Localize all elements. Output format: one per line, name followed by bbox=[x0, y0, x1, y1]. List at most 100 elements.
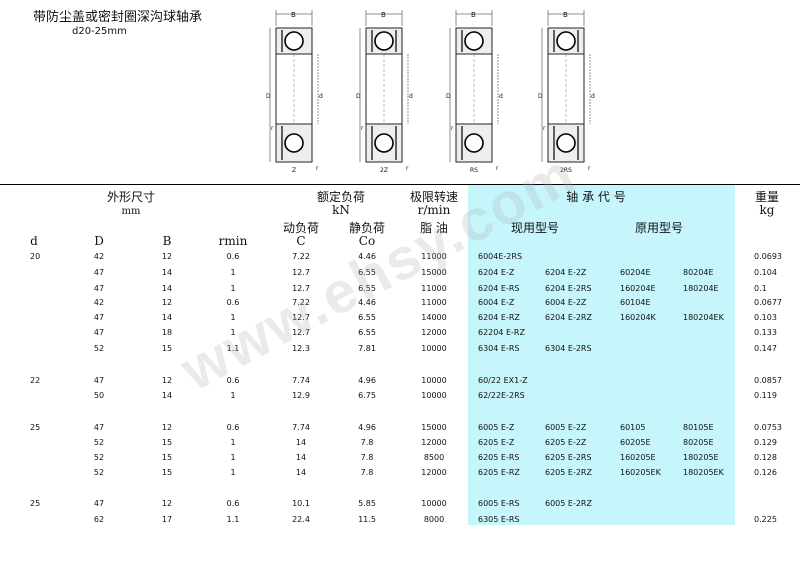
label-r: r bbox=[451, 125, 454, 132]
label-outer-d: D bbox=[446, 93, 451, 100]
label-r: r bbox=[316, 165, 319, 172]
cell-d: 22 bbox=[30, 376, 41, 385]
cell-C: 14 bbox=[295, 453, 307, 462]
cell-Co: 7.8 bbox=[360, 453, 374, 462]
cell-d: 20 bbox=[30, 252, 41, 261]
cell-m2: 6304 E-2RS bbox=[545, 344, 592, 353]
cell-o2: 80205E bbox=[683, 438, 714, 447]
cell-speed: 10000 bbox=[421, 391, 447, 400]
header-speed: 极限转速 bbox=[409, 190, 459, 204]
cell-m1: 62204 E-RZ bbox=[478, 328, 525, 337]
cell-w: 0.133 bbox=[754, 328, 777, 337]
cell-rmin: 0.6 bbox=[226, 499, 240, 508]
cell-m2: 6005 E-2RZ bbox=[545, 499, 592, 508]
cell-D: 47 bbox=[93, 313, 105, 322]
cell-C: 12.7 bbox=[292, 268, 310, 277]
cell-Co: 6.55 bbox=[358, 268, 376, 277]
label-r: r bbox=[588, 165, 591, 172]
cell-o2: 180204EK bbox=[683, 313, 724, 322]
cell-B: 14 bbox=[161, 313, 173, 322]
header-dynamic: 动负荷 bbox=[282, 221, 320, 235]
cell-Co: 5.85 bbox=[358, 499, 376, 508]
cell-m1: 6204 E-RZ bbox=[478, 313, 520, 322]
cell-o1: 160204E bbox=[620, 284, 656, 293]
cell-m2: 6204 E-2RS bbox=[545, 284, 592, 293]
cell-C: 7.74 bbox=[292, 376, 310, 385]
cell-B: 12 bbox=[161, 376, 173, 385]
cell-D: 47 bbox=[93, 268, 105, 277]
cell-o2: 80105E bbox=[683, 423, 714, 432]
cell-m1: 60/22 EX1-Z bbox=[478, 376, 528, 385]
cell-rmin: 1 bbox=[230, 391, 236, 400]
cell-rmin: 1 bbox=[230, 328, 236, 337]
cell-Co: 6.55 bbox=[358, 284, 376, 293]
cell-rmin: 0.6 bbox=[226, 252, 240, 261]
cell-C: 14 bbox=[295, 468, 307, 477]
cell-B: 14 bbox=[161, 284, 173, 293]
label-inner-d: d bbox=[319, 93, 323, 100]
header-col-rmin: rmin bbox=[218, 234, 248, 248]
cell-rmin: 1 bbox=[230, 468, 236, 477]
cell-D: 42 bbox=[93, 252, 105, 261]
cell-D: 50 bbox=[93, 391, 105, 400]
cell-Co: 4.46 bbox=[358, 252, 376, 261]
bearing-type-label: Z bbox=[292, 167, 296, 174]
cell-w: 0.126 bbox=[754, 468, 777, 477]
bearing-type-label: RS bbox=[470, 167, 478, 174]
cell-C: 12.3 bbox=[292, 344, 310, 353]
cell-o1: 60105 bbox=[620, 423, 646, 432]
cell-m2: 6205 E-2RZ bbox=[545, 468, 592, 477]
cell-m1: 62/22E-2RS bbox=[478, 391, 525, 400]
cell-w: 0.103 bbox=[754, 313, 777, 322]
cell-B: 15 bbox=[161, 468, 173, 477]
cell-m1: 6205 E-RS bbox=[478, 453, 520, 462]
cell-w: 0.129 bbox=[754, 438, 777, 447]
cell-o1: 160205E bbox=[620, 453, 656, 462]
header-weight: 重量 bbox=[754, 190, 780, 204]
cell-D: 52 bbox=[93, 453, 105, 462]
cell-m2: 6205 E-2Z bbox=[545, 438, 587, 447]
cell-o1: 60205E bbox=[620, 438, 651, 447]
cell-w: 0.0677 bbox=[754, 298, 782, 307]
cell-m1: 6204 E-RS bbox=[478, 284, 520, 293]
cell-D: 47 bbox=[93, 376, 105, 385]
header-col-D: D bbox=[94, 234, 104, 248]
bearing-type-label: 2RS bbox=[560, 167, 572, 174]
header-code: 轴 承 代 号 bbox=[566, 190, 626, 204]
cell-D: 47 bbox=[93, 284, 105, 293]
cell-m1: 6204 E-Z bbox=[478, 268, 515, 277]
cell-Co: 6.75 bbox=[358, 391, 376, 400]
cell-D: 47 bbox=[93, 499, 105, 508]
cell-o2: 180204E bbox=[683, 284, 719, 293]
cell-rmin: 1 bbox=[230, 453, 236, 462]
cell-speed: 10000 bbox=[421, 499, 447, 508]
cell-speed: 8000 bbox=[423, 515, 445, 524]
cell-rmin: 1 bbox=[230, 268, 236, 277]
cell-o2: 80204E bbox=[683, 268, 714, 277]
cell-speed: 10000 bbox=[421, 376, 447, 385]
cell-o2: 180205E bbox=[683, 453, 719, 462]
cell-Co: 7.81 bbox=[358, 344, 376, 353]
cell-D: 47 bbox=[93, 423, 105, 432]
cell-C: 22.4 bbox=[292, 515, 310, 524]
label-r: r bbox=[496, 165, 499, 172]
cell-Co: 7.8 bbox=[360, 438, 374, 447]
cell-D: 52 bbox=[93, 438, 105, 447]
cell-B: 15 bbox=[161, 344, 173, 353]
header-dims: 外形尺寸 bbox=[106, 190, 156, 204]
cell-speed: 10000 bbox=[421, 344, 447, 353]
header-col-B: B bbox=[162, 234, 172, 248]
cell-w: 0.225 bbox=[754, 515, 777, 524]
page-subtitle: d20-25mm bbox=[72, 26, 127, 37]
cell-rmin: 1.1 bbox=[226, 515, 240, 524]
header-col-Co: Co bbox=[358, 234, 376, 248]
cell-m1: 6004E-2RS bbox=[478, 252, 523, 261]
cell-Co: 4.46 bbox=[358, 298, 376, 307]
cell-rmin: 0.6 bbox=[226, 376, 240, 385]
